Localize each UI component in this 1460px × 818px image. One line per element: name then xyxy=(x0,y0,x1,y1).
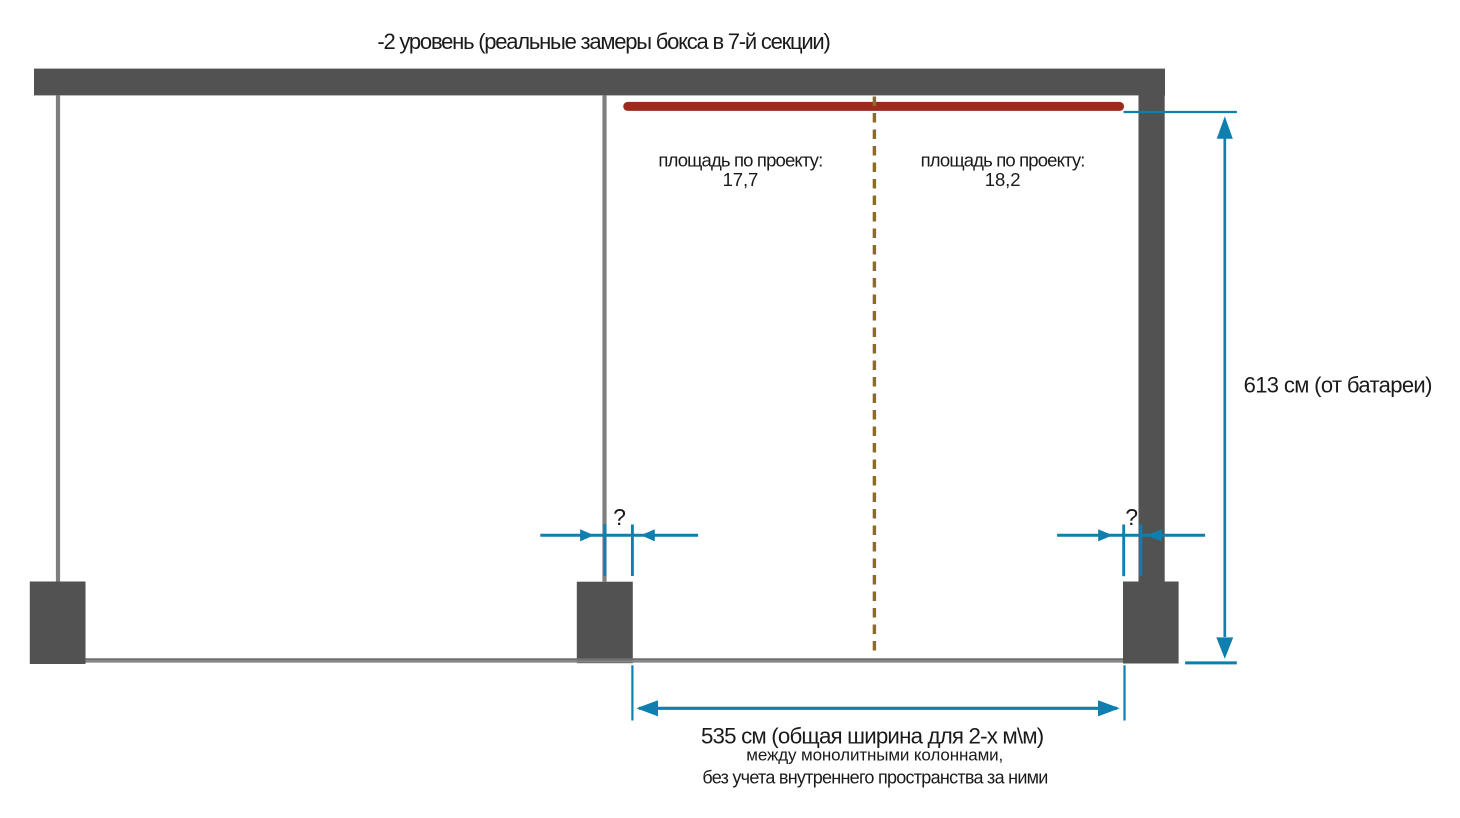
svg-text:без учета внутреннего простран: без учета внутреннего пространства за ни… xyxy=(702,767,1047,787)
svg-text:18,2: 18,2 xyxy=(985,169,1021,190)
svg-text:613 см (от батареи): 613 см (от батареи) xyxy=(1244,373,1432,398)
svg-text:между монолитными колоннами,: между монолитными колоннами, xyxy=(746,746,1003,765)
svg-text:-2 уровень (реальные замеры бо: -2 уровень (реальные замеры бокса в 7-й … xyxy=(377,29,829,54)
svg-text:535 см (общая ширина для 2-х м: 535 см (общая ширина для 2-х м\м) xyxy=(701,723,1044,748)
svg-text:?: ? xyxy=(1125,504,1138,530)
svg-text:площадь по проекту:: площадь по проекту: xyxy=(658,150,822,171)
svg-text:17,7: 17,7 xyxy=(723,169,759,190)
svg-text:?: ? xyxy=(613,504,626,530)
svg-text:площадь по проекту:: площадь по проекту: xyxy=(921,150,1085,171)
